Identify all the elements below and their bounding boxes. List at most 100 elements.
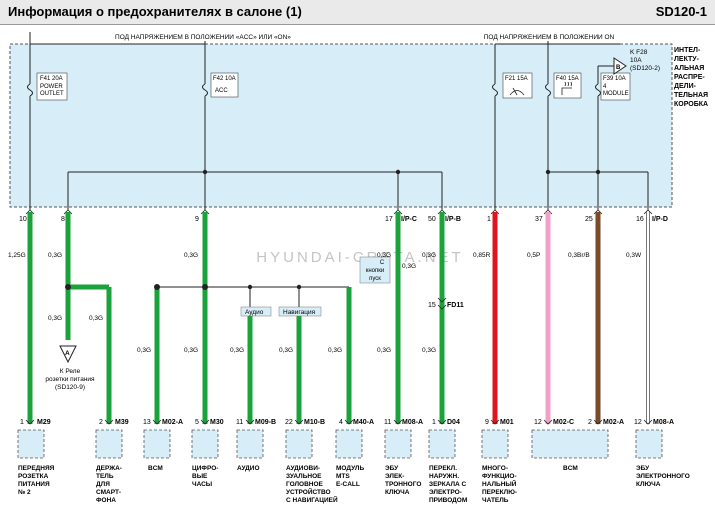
component-name: ФОНА [96, 497, 116, 504]
component-name: ЭБУ [636, 465, 650, 472]
jb-line: ДЕЛИ- [674, 83, 697, 90]
component-name: РОЗЕТКА [18, 473, 49, 480]
wire-label: 0,3W [626, 252, 642, 259]
wire-label: 0,3G [422, 347, 436, 354]
component-name: НАЛЬНЫЙ [482, 479, 517, 488]
start-button-tag [359, 256, 391, 284]
k-ref-a-line: К Реле [60, 368, 81, 375]
pin-label: 50 [428, 216, 436, 223]
k-ref-a-line: розетки питания [45, 376, 95, 383]
start-tag-line: кнопки [366, 268, 385, 274]
jb-line: АЛЬНАЯ [674, 65, 704, 72]
start-tag-line: С [380, 260, 385, 266]
fd11-name: FD11 [447, 302, 464, 309]
component-name: УСТРОЙСТВО [286, 487, 331, 496]
fuse-f39-name: 4 [603, 84, 607, 90]
component-box [191, 429, 219, 459]
wire-label: 0,3G [328, 347, 342, 354]
bottom-conn: M09-B [255, 419, 276, 426]
bottom-pin: 22 [285, 419, 293, 426]
fuse-f41-name: POWER [40, 84, 63, 90]
component-box [481, 429, 509, 459]
component-name: МОДУЛЬ [336, 465, 364, 472]
component-name: НАРУЖН. [429, 473, 459, 480]
bottom-pin: 1 [20, 419, 24, 426]
bottom-conn: M30 [210, 419, 224, 426]
bottom-pin: 2 [588, 419, 592, 426]
bottom-pin: 11 [236, 419, 243, 426]
component-name: ЭБУ [385, 465, 399, 472]
wire-label: 0,3G [48, 252, 62, 259]
watermark: HYUNDAI-CRETA.NET [256, 249, 463, 266]
fuse-f21-id: F21 15A [505, 76, 528, 82]
k-ref-b-marker [613, 57, 627, 75]
bottom-conn: M08-A [402, 419, 423, 426]
k-ref-a-letter: A [65, 350, 70, 357]
component-name: ПЕРЕКЛ. [429, 465, 457, 472]
audio-tag-label: Аудио [245, 309, 264, 316]
wire-label: 0,3G [184, 347, 198, 354]
component-box-bcm [531, 429, 609, 459]
component-box [17, 429, 45, 459]
k-ref-a-marker [59, 345, 77, 364]
jb-line: РАСПРЕ- [674, 74, 705, 81]
k-ref-a-line: (SD120-9) [55, 384, 85, 391]
component-name: ТРОННОГО [385, 481, 421, 488]
wire-label: 0,3G [89, 315, 103, 322]
bottom-pin: 13 [143, 419, 151, 426]
k-ref-b-letter: B [616, 65, 621, 71]
pin-label: 16 [636, 216, 644, 223]
component-name: ВЫЕ [192, 473, 208, 480]
junction-box [9, 43, 673, 208]
wire-label: 0,3G [377, 347, 391, 354]
bottom-conn: M02-A [603, 419, 624, 426]
component-name: ЗЕРКАЛА С [429, 481, 467, 488]
component-box [635, 429, 663, 459]
bottom-conn: M02-A [162, 419, 183, 426]
wire-label: 0,3G [402, 263, 416, 270]
wire-label: 0,3G [230, 347, 244, 354]
connector-label: I/P-B [445, 216, 461, 223]
component-box [335, 429, 363, 459]
bottom-conn: M08-A [653, 419, 674, 426]
component-name: КЛЮЧА [385, 489, 410, 496]
wire-label: 0,3G [48, 315, 62, 322]
pin-label: 8 [61, 216, 65, 223]
fuse-f39-id: F39 10A [603, 76, 626, 82]
bottom-pin: 12 [634, 419, 642, 426]
component-name: ЦИФРО- [192, 465, 218, 472]
connector-label: I/P-D [652, 216, 668, 223]
fuse-symbols [27, 83, 601, 97]
component-name: E-CALL [336, 481, 360, 488]
diagram-code: SD120-1 [655, 4, 707, 19]
pin-label: 17 [385, 216, 393, 223]
connector-label: I/P-C [401, 216, 417, 223]
component-name: MTS [336, 473, 350, 480]
bottom-conn: M10-B [304, 419, 325, 426]
wire-label: 0,3Br/B [568, 252, 590, 259]
bottom-pin: 4 [339, 419, 343, 426]
component-name: ФУНКЦИО- [482, 473, 517, 480]
bottom-pin: 5 [195, 419, 199, 426]
wiper-icon [509, 87, 525, 96]
component-name: ЭЛЕКТРО- [429, 489, 462, 496]
jb-line: ЛЕКТУ- [674, 56, 700, 63]
title-bar: Информация о предохранителях в салоне (1… [0, 0, 715, 25]
bottom-conn: M01 [500, 419, 514, 426]
pin-label: 37 [535, 216, 543, 223]
power-label-acc-on: ПОД НАПРЯЖЕНИЕМ В ПОЛОЖЕНИИ «ACC» ИЛИ «O… [115, 34, 291, 41]
bottom-conn: M29 [37, 419, 51, 426]
wire-label: 1,25G [8, 252, 26, 259]
bottom-pin: 12 [534, 419, 542, 426]
bottom-pin: 2 [99, 419, 103, 426]
k-ref-b-line: 10A [630, 57, 642, 64]
start-tag-line: пуск [369, 276, 381, 282]
fuse-f42-id: F42 10A [213, 76, 236, 82]
component-name: ПЕРЕКЛЮ- [482, 489, 517, 496]
audio-tag [240, 306, 272, 317]
pin-label: 1 [487, 216, 491, 223]
bottom-pin: 1 [432, 419, 436, 426]
fuse-f42-name: ACC [215, 88, 228, 94]
pin-label: 25 [585, 216, 593, 223]
component-name: ЭЛЕК- [385, 473, 404, 480]
